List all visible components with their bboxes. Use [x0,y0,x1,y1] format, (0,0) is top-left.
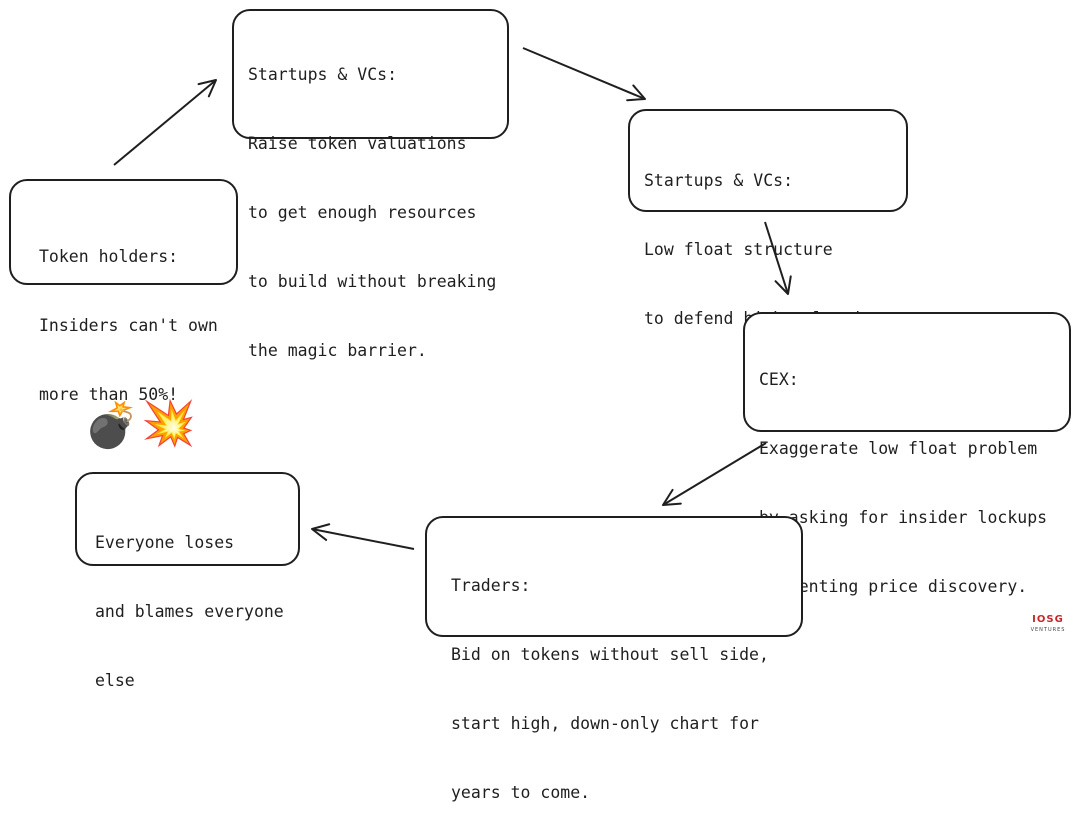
arrow-startups-raise-to-low-float [522,47,646,102]
box-text: Raise token valuations [248,134,467,153]
box-text: Exaggerate low float problem [759,439,1038,458]
box-heading: Token holders: [39,247,179,266]
arrow-low-float-to-cex [764,221,792,295]
box-text: Low float structure [644,240,833,259]
box-text: more than 50%! [39,385,179,404]
box-text: and blames everyone [95,602,284,621]
logo-mark: IOSG [1032,614,1064,625]
box-text: else [95,671,135,690]
explosion-icon: 💥 [141,399,196,448]
box-heading: CEX: [759,370,799,389]
box-text: Bid on tokens without sell side, [451,645,769,664]
iosg-ventures-logo: IOSG VENTURES [1026,614,1070,638]
box-text: preventing price discovery. [759,577,1028,596]
box-text: to build without breaking [248,272,497,291]
box-text: to get enough resources [248,203,477,222]
box-text: by asking for insider lockups [759,508,1048,527]
box-text: years to come. [451,783,591,802]
cex-box: CEX: Exaggerate low float problem by ask… [743,312,1071,596]
box-text: start high, down-only chart for [451,714,759,733]
arrow-cex-to-traders [662,442,767,506]
token-holders-box: Token holders: Insiders can't own more t… [9,179,238,404]
box-text: the magic barrier. [248,341,427,360]
box-heading: Startups & VCs: [248,65,398,84]
box-text: Insiders can't own [39,316,218,335]
box-heading: Traders: [451,576,531,595]
startups-raise-box: Startups & VCs: Raise token valuations t… [232,9,509,360]
box-text: Everyone loses [95,533,235,552]
arrow-token-holders-to-startups-raise [113,79,217,166]
box-heading: Startups & VCs: [644,171,794,190]
everyone-box: Everyone loses and blames everyone else [75,472,300,690]
logo-subtitle: VENTURES [1030,627,1066,633]
startups-low-float-box: Startups & VCs: Low float structure to d… [628,109,908,328]
traders-box: Traders: Bid on tokens without sell side… [425,516,803,802]
flow-arrows [113,47,792,550]
bomb-icon: 💣 [84,401,139,450]
arrow-traders-to-everyone [311,523,415,550]
